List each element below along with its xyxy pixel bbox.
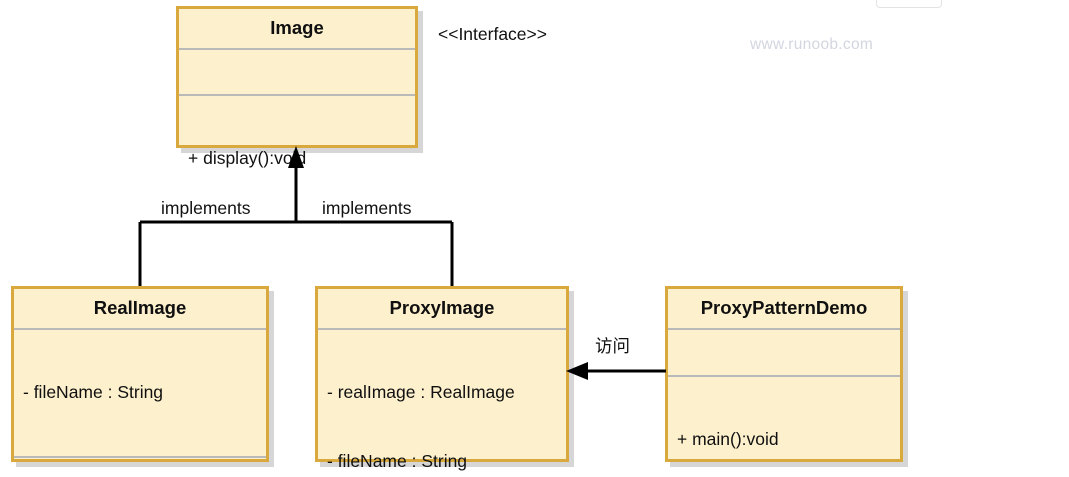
class-name-realimage: RealImage — [14, 289, 266, 330]
class-attributes-realimage: - fileName : String — [14, 330, 266, 458]
class-box-proxyimage[interactable]: ProxyImage - realImage : RealImage - fil… — [315, 286, 569, 471]
operation-row: + display():void — [188, 148, 307, 168]
clipped-page-button[interactable] — [876, 0, 942, 8]
dependency-arrowhead — [566, 362, 588, 380]
attribute-row: - fileName : String — [327, 451, 468, 471]
attribute-row: - realImage : RealImage — [327, 382, 515, 402]
label-implements-left: implements — [161, 198, 251, 218]
class-operations-image: + display():void — [179, 96, 415, 222]
attribute-row: - fileName : String — [23, 382, 164, 402]
class-attributes-proxyimage: - realImage : RealImage - fileName : Str… — [318, 330, 566, 477]
class-box-image[interactable]: Image + display():void — [176, 6, 418, 168]
class-attributes-image — [179, 50, 415, 96]
class-operations-realimage: + RealImage() + display():void - loadFro… — [14, 458, 266, 477]
class-box-proxypatterndemo[interactable]: ProxyPatternDemo + main():void — [665, 286, 903, 462]
class-name-image: Image — [179, 9, 415, 50]
label-access: 访问 — [595, 337, 630, 357]
label-implements-right: implements — [322, 198, 412, 218]
stereotype-interface-label: <<Interface>> — [438, 24, 547, 44]
class-name-proxyimage: ProxyImage — [318, 289, 566, 330]
class-operations-proxypatterndemo: + main():void — [668, 377, 900, 477]
clipped-page-text — [60, 0, 760, 3]
dependency-connector-group — [566, 362, 666, 380]
watermark: www.runoob.com — [750, 36, 874, 53]
class-name-proxypatterndemo: ProxyPatternDemo — [668, 289, 900, 330]
class-attributes-proxypatterndemo — [668, 330, 900, 377]
class-box-realimage[interactable]: RealImage - fileName : String + RealImag… — [11, 286, 269, 462]
operation-row: + main():void — [677, 429, 779, 449]
